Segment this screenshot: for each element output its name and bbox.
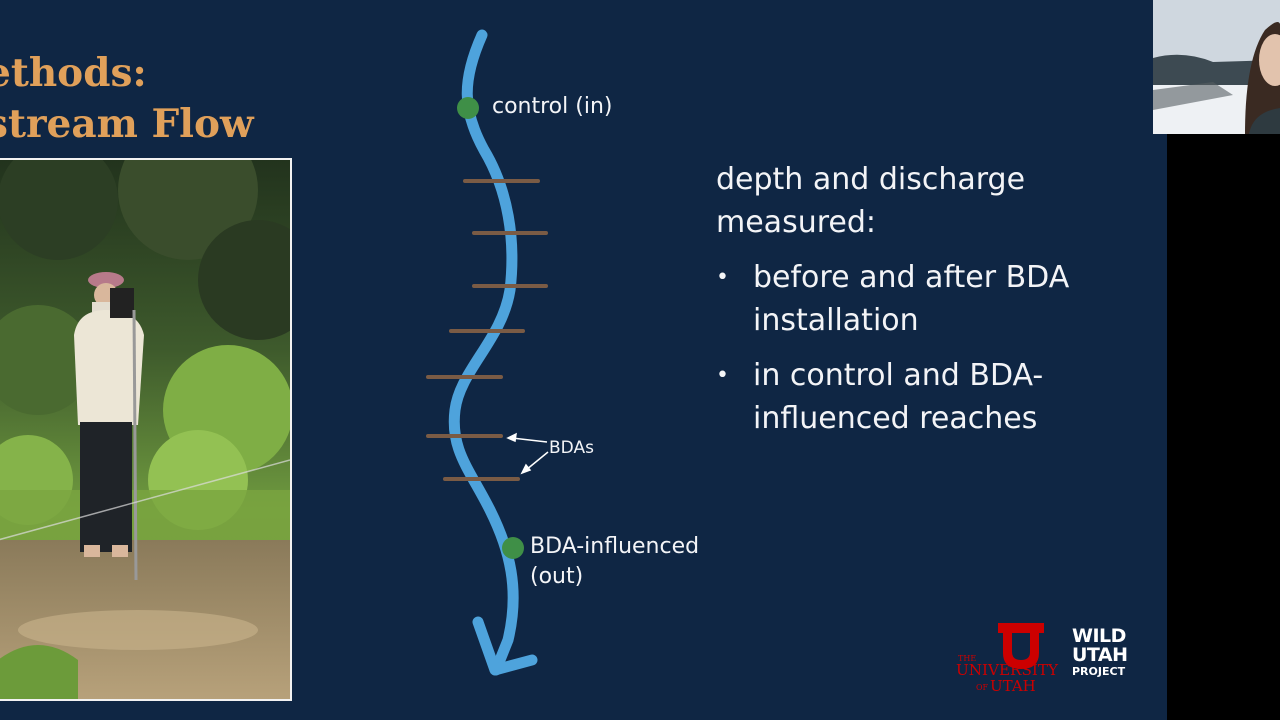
wild-utah-project-logo: WILD UTAH PROJECT [1072,627,1128,679]
presentation-slide: ethods: stream Flow [0,0,1167,720]
bdas-pointer-arrows [506,432,549,475]
bullet-dot: • [716,265,729,290]
slide-title-line2: stream Flow [0,101,254,147]
intro-text: depth and discharge measured: [716,162,1026,240]
stream-arrowhead [472,616,538,676]
field-photo-image [0,160,290,699]
influenced-label-line2: (out) [530,564,584,589]
bullet-text: in control and BDA-influenced reaches [753,358,1044,436]
bda-bars [426,179,548,481]
block-u-icon [998,623,1044,669]
methods-text: depth and discharge measured: • before a… [716,158,1156,440]
university-of-utah-logo: THE UNIVERSITY OF UTAH [956,623,1059,695]
logo-university-text: UNIVERSITY [956,661,1059,679]
wild-text: WILD [1072,625,1126,647]
control-site-marker [457,97,479,119]
bullet-text: before and after BDA installation [753,260,1070,338]
bullet-item: • in control and BDA-influenced reaches [716,354,1156,440]
bullet-dot: • [716,363,729,388]
logo-the-text: THE [958,654,976,663]
stream-diagram [426,29,549,676]
project-text: PROJECT [1072,665,1126,678]
influenced-label-line1: BDA-influenced [530,534,700,559]
logo-utah-text: UTAH [990,677,1036,695]
utah-text: UTAH [1072,644,1128,666]
influenced-site-marker [502,537,524,559]
control-label: control (in) [492,94,613,119]
right-black-bar [1167,134,1280,720]
webcam-video-frame [1153,0,1280,134]
stream-line [448,29,519,676]
logo-of-text: OF [976,683,989,692]
field-photo [0,158,292,701]
bdas-label: BDAs [549,438,594,458]
presenter-webcam [1153,0,1280,134]
slide-title: ethods: stream Flow [0,48,254,150]
bullet-item: • before and after BDA installation [716,256,1156,342]
slide-title-line1: ethods: [0,50,147,96]
